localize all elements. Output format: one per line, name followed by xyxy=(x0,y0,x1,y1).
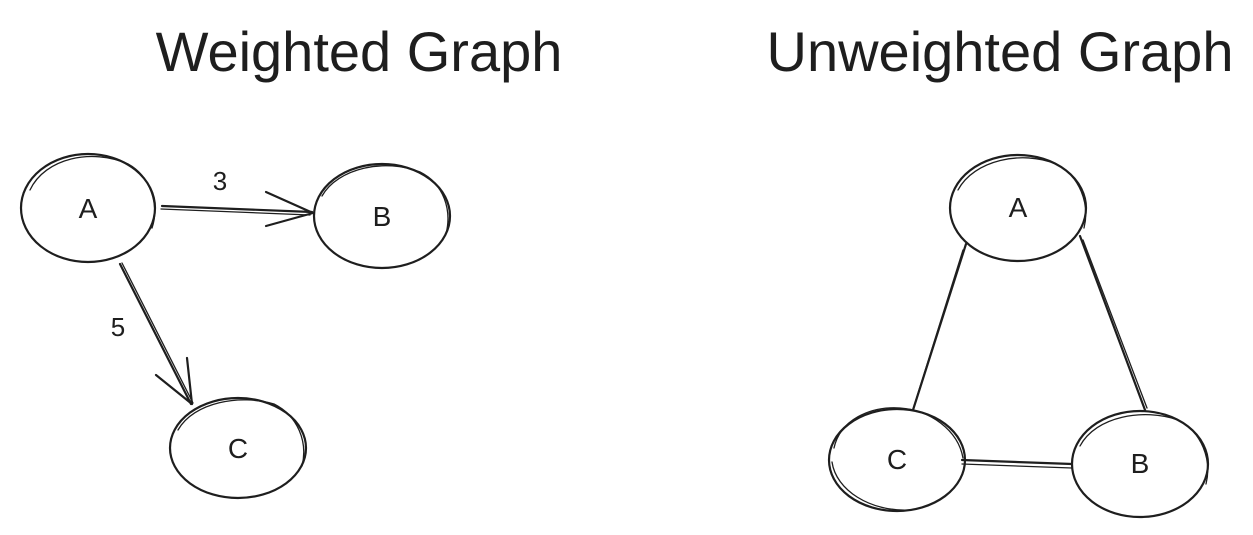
weighted-edge-a-b: 3 xyxy=(160,166,315,228)
unweighted-node-b: B xyxy=(1070,409,1210,519)
weighted-node-a: A xyxy=(19,152,157,264)
unweighted-graph: A C B xyxy=(827,153,1210,519)
weighted-node-b-label: B xyxy=(373,201,392,232)
unweighted-edge-a-c xyxy=(911,242,968,412)
unweighted-node-c-label: C xyxy=(887,444,907,475)
unweighted-edge-a-b xyxy=(1078,234,1148,412)
unweighted-node-a-label: A xyxy=(1009,192,1028,223)
weighted-edge-a-c: 5 xyxy=(111,262,194,406)
unweighted-edge-c-b xyxy=(960,458,1074,469)
weighted-node-a-label: A xyxy=(79,193,98,224)
unweighted-node-b-label: B xyxy=(1131,448,1150,479)
weighted-edge-a-b-weight: 3 xyxy=(213,166,227,196)
unweighted-node-c: C xyxy=(827,407,967,513)
weighted-edge-a-c-weight: 5 xyxy=(111,312,125,342)
weighted-graph-title: Weighted Graph xyxy=(156,20,563,83)
unweighted-node-a: A xyxy=(948,153,1088,263)
weighted-node-b: B xyxy=(312,162,452,270)
weighted-node-c-label: C xyxy=(228,433,248,464)
weighted-node-c: C xyxy=(168,396,308,500)
weighted-graph: 3 5 A B C xyxy=(19,152,452,500)
unweighted-graph-title: Unweighted Graph xyxy=(767,20,1234,83)
